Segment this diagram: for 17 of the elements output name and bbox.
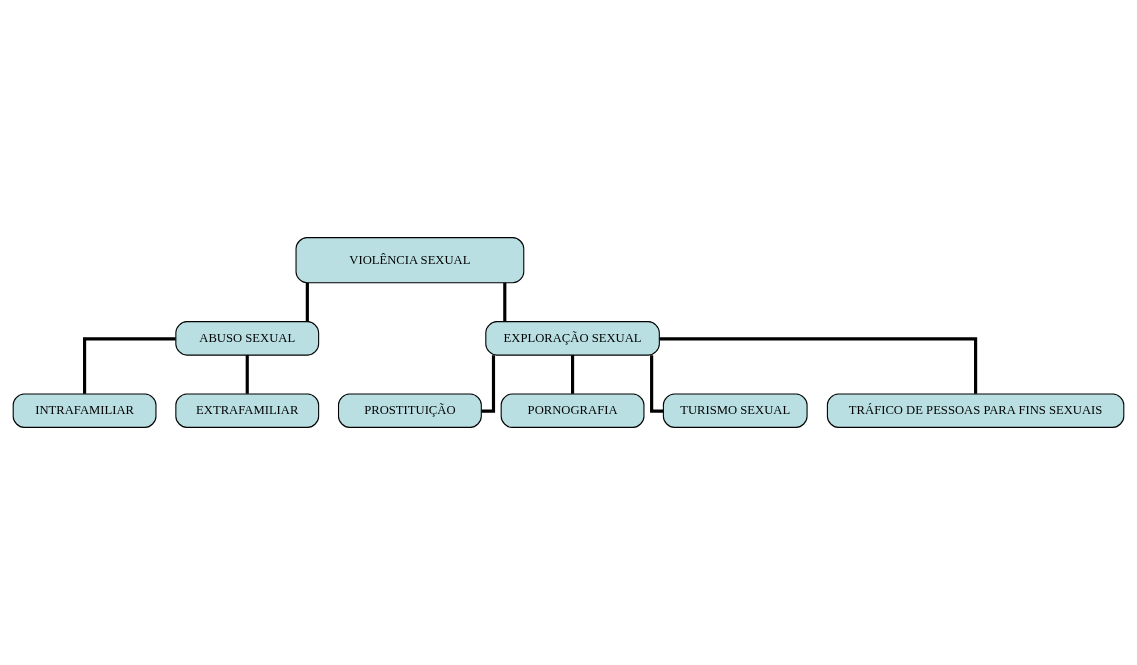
node-box: PORNOGRAFIA [500, 393, 645, 428]
node-box: VIOLÊNCIA SEXUAL [295, 237, 525, 284]
connector [83, 337, 176, 394]
connector [659, 337, 978, 394]
node-box: TURISMO SEXUAL [662, 393, 808, 428]
node-box: EXPLORAÇÃO SEXUAL [485, 321, 660, 356]
connector [571, 355, 575, 394]
node-box: INTRAFAMILIAR [12, 393, 157, 428]
node-box: ABUSO SEXUAL [175, 321, 320, 356]
node-box: TRÁFICO DE PESSOAS PARA FINS SEXUAIS [826, 393, 1125, 428]
connector [245, 355, 249, 394]
node-box: EXTRAFAMILIAR [175, 393, 320, 428]
connector [503, 282, 507, 322]
connector [650, 355, 664, 413]
connector [481, 355, 496, 413]
connector [305, 282, 309, 322]
node-box: PROSTITUIÇÃO [337, 393, 482, 428]
